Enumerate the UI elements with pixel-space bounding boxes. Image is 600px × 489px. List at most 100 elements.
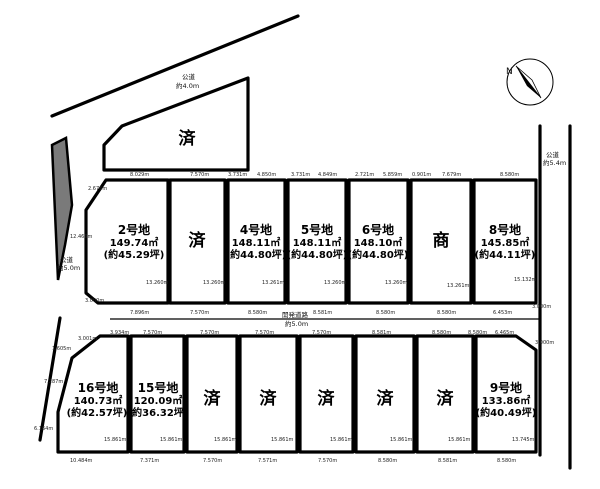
dim-label: 7.570m bbox=[200, 330, 219, 336]
lot-5-tsubo: (約44.80坪) bbox=[287, 248, 348, 261]
dim-label: 7.570m bbox=[318, 458, 337, 464]
dim-label: 8.581m bbox=[372, 330, 391, 336]
lot-10 bbox=[415, 334, 475, 454]
dim-label: 5.859m bbox=[383, 172, 402, 178]
dim-label: 4.849m bbox=[318, 172, 337, 178]
lot-16-area: 140.73㎡ bbox=[74, 394, 123, 407]
lot-5-name: 5号地 bbox=[301, 222, 333, 237]
top-road-line bbox=[50, 14, 300, 118]
lot-6 bbox=[347, 178, 410, 305]
lot-16 bbox=[56, 334, 130, 454]
dim-label: 13.260m bbox=[324, 280, 346, 286]
east-road-width: 約5.4m bbox=[543, 158, 566, 167]
lot-13 bbox=[238, 334, 299, 454]
dim-label: 15.861m bbox=[214, 437, 236, 443]
dim-label: 7.570m bbox=[190, 172, 209, 178]
dim-label: 15.861m bbox=[330, 437, 352, 443]
lot-11-status: 済 bbox=[377, 388, 395, 409]
dim-label: 7.896m bbox=[130, 310, 149, 316]
dim-label: 7.570m bbox=[190, 310, 209, 316]
lot-3-status: 済 bbox=[189, 230, 207, 251]
dim-label: 0.901m bbox=[412, 172, 431, 178]
dim-label: 6.164m bbox=[34, 426, 53, 432]
dim-label: 7.570m bbox=[203, 458, 222, 464]
dev-road-name: 開発道路 bbox=[282, 310, 309, 319]
dim-label: 8.581m bbox=[313, 310, 332, 316]
lot-3 bbox=[168, 178, 227, 305]
dim-label: 15.132m bbox=[514, 277, 536, 283]
north-label: N bbox=[506, 67, 513, 77]
lot-16-name: 16号地 bbox=[78, 380, 119, 395]
dim-label: 15.861m bbox=[390, 437, 412, 443]
dim-label: 7.570m bbox=[143, 330, 162, 336]
dim-label: 3.000m bbox=[532, 304, 551, 310]
lot-upper-sold bbox=[102, 76, 250, 172]
west-road-name: 公道 bbox=[60, 255, 74, 264]
lot-9-area: 133.86㎡ bbox=[482, 394, 531, 407]
top-road-width: 約4.0m bbox=[176, 81, 199, 90]
lot-14-status: 済 bbox=[204, 388, 222, 409]
lot-7 bbox=[409, 178, 473, 305]
dim-label: 3.000m bbox=[85, 298, 104, 304]
dim-label: 8.580m bbox=[248, 310, 267, 316]
dim-label: 3.000m bbox=[535, 340, 554, 346]
lot-4-tsubo: (約44.80坪) bbox=[226, 248, 287, 261]
lot-12-status: 済 bbox=[318, 388, 336, 409]
dim-label: 8.580m bbox=[497, 458, 516, 464]
dev-road-width: 約5.0m bbox=[285, 319, 308, 328]
lot-2-tsubo: (約45.29坪) bbox=[104, 248, 165, 261]
lot-8-name: 8号地 bbox=[489, 222, 521, 237]
lot-2-area: 149.74㎡ bbox=[110, 236, 159, 249]
dim-label: 8.581m bbox=[438, 458, 457, 464]
dim-label: 15.861m bbox=[271, 437, 293, 443]
top-road-name: 公道 bbox=[182, 72, 196, 81]
lot-5 bbox=[286, 178, 348, 305]
lot-6-area: 148.10㎡ bbox=[354, 236, 403, 249]
dim-label: 8.580m bbox=[376, 310, 395, 316]
west-road-line bbox=[38, 316, 62, 442]
lot-15-name: 15号地 bbox=[138, 380, 179, 395]
lot-4 bbox=[226, 178, 287, 305]
dim-label: 3.731m bbox=[228, 172, 247, 178]
lot-15-area: 120.09㎡ bbox=[134, 394, 183, 407]
dim-label: 7.570m bbox=[312, 330, 331, 336]
lot-9 bbox=[474, 334, 538, 454]
dim-label: 8.580m bbox=[432, 330, 451, 336]
lot-9-name: 9号地 bbox=[490, 380, 522, 395]
dim-label: 10.484m bbox=[70, 458, 92, 464]
dim-label: 7.679m bbox=[442, 172, 461, 178]
dim-label: 3.934m bbox=[110, 330, 129, 336]
dim-label: 13.745m bbox=[512, 437, 534, 443]
dim-label: 8.580m bbox=[378, 458, 397, 464]
lot-2-name: 2号地 bbox=[118, 222, 150, 237]
dim-label: 8.580m bbox=[468, 330, 487, 336]
dim-label: 1.605m bbox=[52, 346, 71, 352]
lot-6-name: 6号地 bbox=[362, 222, 394, 237]
dim-label: 15.861m bbox=[448, 437, 470, 443]
dim-label: 13.260m bbox=[385, 280, 407, 286]
dim-label: 6.453m bbox=[493, 310, 512, 316]
lot-12 bbox=[298, 334, 355, 454]
lot-upper-sold-status: 済 bbox=[179, 128, 197, 149]
lot-5-area: 148.11㎡ bbox=[293, 236, 342, 249]
dim-label: 6.465m bbox=[495, 330, 514, 336]
lot-7-status: 商 bbox=[433, 230, 450, 251]
dim-label: 4.850m bbox=[257, 172, 276, 178]
dim-label: 8.029m bbox=[130, 172, 149, 178]
dim-label: 7.371m bbox=[140, 458, 159, 464]
north-arrow-icon: N bbox=[506, 58, 554, 106]
east-road-name: 公道 bbox=[546, 150, 560, 159]
lot-8-tsubo: (約44.11坪) bbox=[475, 248, 536, 261]
dim-label: 7.570m bbox=[255, 330, 274, 336]
dim-label: 8.580m bbox=[437, 310, 456, 316]
dim-label: 12.469m bbox=[70, 234, 92, 240]
dim-label: 15.861m bbox=[104, 437, 126, 443]
dim-label: 7.571m bbox=[258, 458, 277, 464]
west-hatched-strip bbox=[50, 136, 74, 281]
dim-label: 15.861m bbox=[160, 437, 182, 443]
lot-15 bbox=[129, 334, 186, 454]
lot-13-status: 済 bbox=[260, 388, 278, 409]
lot-4-area: 148.11㎡ bbox=[232, 236, 281, 249]
west-road-width: 約5.0m bbox=[57, 263, 80, 272]
